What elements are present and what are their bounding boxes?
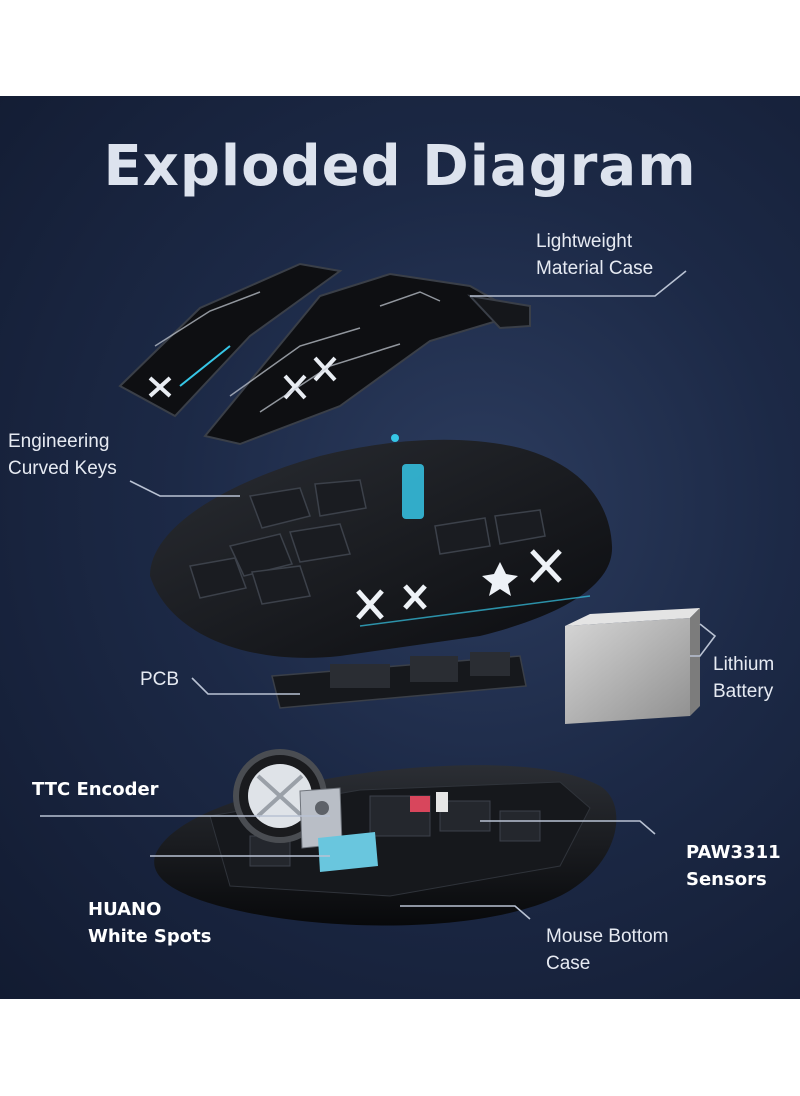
label-bottom-case: Mouse Bottom Case [546,923,669,977]
label-line: Curved Keys [8,458,117,479]
label-line: Lithium [713,654,775,675]
label-curved-keys: Engineering Curved Keys [8,428,117,482]
mouse-exploded-artwork [40,262,717,926]
bottom-case-part [154,749,617,926]
label-line: TTC Encoder [32,779,159,800]
label-line: Battery [713,681,774,702]
label-line: Material Case [536,258,654,279]
main-shell-part [150,434,613,658]
label-line: Lightweight [536,231,633,252]
label-battery: Lithium Battery [713,651,774,705]
label-line: Mouse Bottom [546,926,669,947]
pcb-part [271,652,527,709]
label-line: HUANO [88,899,162,920]
label-encoder: TTC Encoder [32,776,159,803]
label-line: Case [546,953,591,974]
label-line: PAW3311 [686,842,781,863]
label-pcb: PCB [140,666,179,693]
label-line: PCB [140,669,180,690]
label-line: Engineering [8,431,110,452]
label-line: White Spots [88,926,212,947]
top-case-part [118,262,531,446]
leader-lines [40,270,717,920]
label-lightweight-case: Lightweight Material Case [536,228,653,282]
label-switches: HUANO White Spots [88,896,211,950]
diagram-panel: Exploded Diagram Lightweight Material Ca… [0,96,800,999]
battery-part [565,608,700,724]
page-title: Exploded Diagram [103,134,697,199]
label-sensor: PAW3311 Sensors [686,839,781,893]
label-line: Sensors [686,869,767,890]
